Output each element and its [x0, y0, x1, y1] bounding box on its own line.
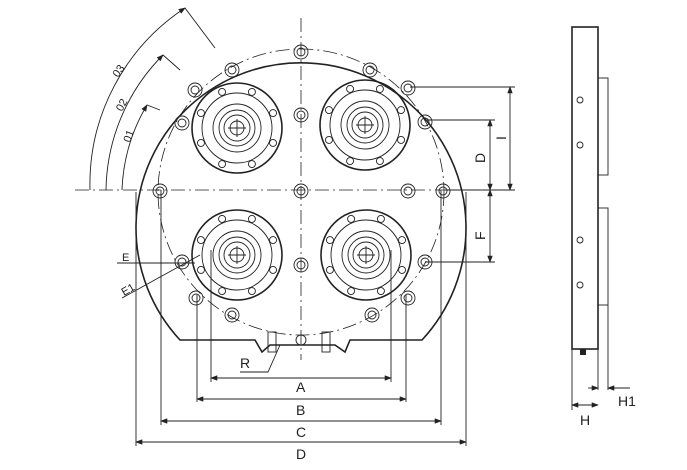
dim-r: R	[240, 355, 250, 371]
mounting-hole	[224, 307, 240, 323]
side-module-upper	[597, 77, 609, 176]
clamping-module	[191, 209, 283, 301]
mounting-hole	[417, 114, 433, 130]
mounting-holes	[152, 44, 451, 323]
clamping-module	[320, 209, 412, 301]
mounting-hole	[187, 82, 203, 98]
dim-h: H	[580, 412, 590, 428]
clamping-module	[319, 79, 411, 171]
mounting-hole	[435, 183, 451, 199]
clamping-module	[191, 82, 283, 174]
dim-h1: H1	[618, 393, 636, 409]
detail-dimensions: E E1 R	[117, 252, 281, 373]
mounting-hole	[362, 62, 378, 78]
dim-o2: 02	[114, 97, 130, 113]
dim-d: D	[296, 446, 306, 462]
center-port	[295, 334, 307, 346]
dim-o1: 01	[122, 128, 137, 144]
dim-a: A	[296, 379, 306, 395]
mounting-hole	[293, 107, 309, 123]
dim-b: B	[296, 402, 305, 418]
mounting-hole	[400, 183, 416, 199]
clamping-modules	[191, 79, 412, 301]
mounting-hole	[152, 183, 168, 199]
dim-d-vertical: D	[472, 153, 488, 163]
mounting-hole	[400, 290, 416, 306]
dim-o3: 03	[111, 63, 128, 80]
dim-f: F	[472, 231, 488, 240]
dim-e: E	[122, 252, 129, 264]
dim-i: I	[493, 136, 509, 140]
mounting-hole	[293, 183, 309, 199]
dim-e1: E1	[120, 281, 138, 298]
fitting-right	[321, 331, 331, 353]
mounting-hole	[174, 254, 190, 270]
mounting-hole	[293, 44, 309, 60]
side-view: H H1	[571, 26, 636, 428]
horizontal-dimensions: A B C D	[135, 190, 467, 462]
side-body	[571, 26, 599, 350]
mounting-hole	[364, 307, 380, 323]
mounting-hole	[188, 290, 204, 306]
vertical-dimensions: D I F	[410, 86, 515, 263]
dim-c: C	[296, 424, 306, 440]
fitting-left	[267, 331, 277, 353]
mounting-hole	[293, 257, 309, 273]
angle-dimensions: 03 02 01	[89, 7, 216, 191]
mounting-hole	[224, 62, 240, 78]
mounting-hole	[400, 80, 416, 96]
side-fitting	[580, 349, 586, 355]
side-module-lower	[597, 207, 609, 306]
mounting-hole	[174, 115, 190, 131]
front-view	[75, 18, 470, 360]
